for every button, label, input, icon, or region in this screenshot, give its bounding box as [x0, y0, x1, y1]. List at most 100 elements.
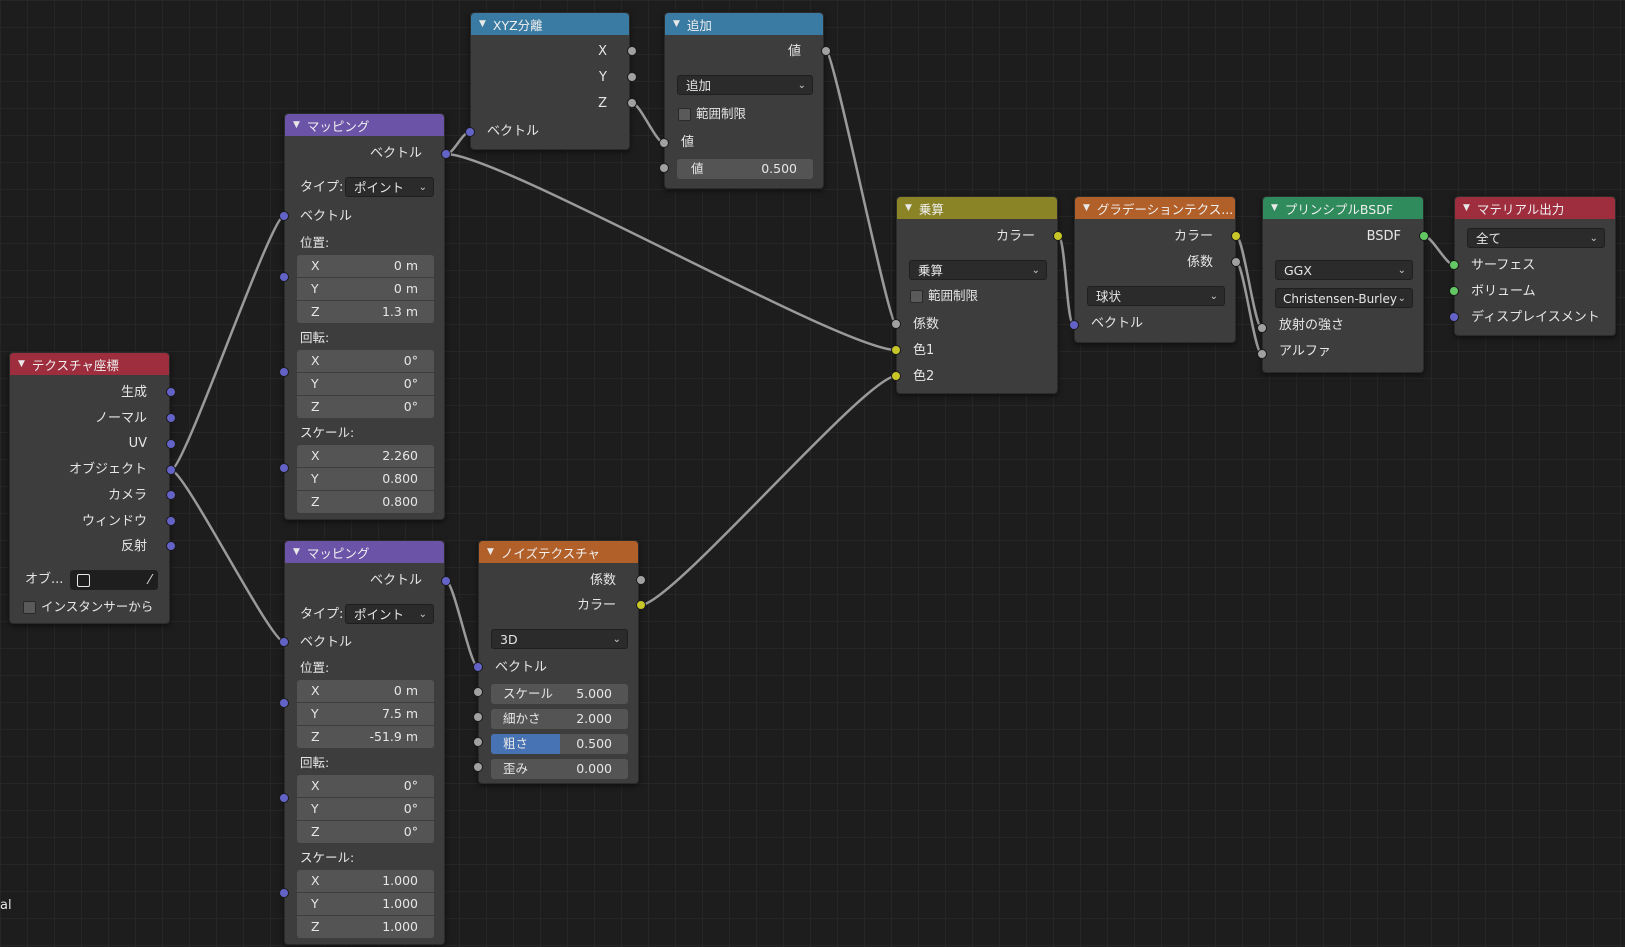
node-link[interactable] [1056, 234, 1076, 327]
socket-in-scale[interactable] [473, 687, 483, 697]
socket-in-volume[interactable] [1449, 286, 1459, 296]
socket-in-scale[interactable] [279, 463, 289, 473]
node-link[interactable] [824, 49, 898, 326]
node-principled-bsdf[interactable]: ▼プリンシプルBSDF BSDF GGX⌄ Christensen-Burley… [1262, 196, 1424, 373]
socket-in-color2[interactable] [891, 371, 901, 381]
node-separate-xyz[interactable]: ▼XYZ分離 X Y Z ベクトル [470, 12, 630, 150]
socket-in-surface[interactable] [1449, 260, 1459, 270]
node-header[interactable]: ▼乗算 [897, 197, 1057, 219]
collapse-triangle-icon[interactable]: ▼ [293, 120, 300, 130]
socket-in-displacement[interactable] [1449, 312, 1459, 322]
node-link[interactable] [444, 579, 480, 669]
loc-field-z[interactable]: Z-51.9 m [297, 726, 434, 748]
socket-out-vector[interactable] [441, 576, 451, 586]
collapse-triangle-icon[interactable]: ▼ [673, 19, 680, 29]
socket-out-bsdf[interactable] [1419, 231, 1429, 241]
node-header[interactable]: ▼マテリアル出力 [1455, 197, 1615, 219]
node-mix-multiply[interactable]: ▼乗算 カラー 乗算⌄ 範囲制限 係数 色1 色2 [896, 196, 1058, 394]
socket-in-vector[interactable] [279, 637, 289, 647]
socket-in-roughness[interactable] [473, 737, 483, 747]
clamp-checkbox[interactable] [678, 108, 691, 121]
socket-in-vector[interactable] [473, 662, 483, 672]
dimensions-dropdown[interactable]: 3D⌄ [491, 629, 628, 649]
socket-in-location[interactable] [279, 272, 289, 282]
collapse-triangle-icon[interactable]: ▼ [1083, 203, 1090, 213]
socket-out-color[interactable] [1231, 231, 1241, 241]
node-gradient-texture[interactable]: ▼グラデーションテクス... カラー 係数 球状⌄ ベクトル [1074, 196, 1236, 343]
node-header[interactable]: ▼追加 [665, 13, 823, 35]
node-header[interactable]: ▼ノイズテクスチャ [479, 541, 638, 563]
socket-out-color[interactable] [636, 600, 646, 610]
collapse-triangle-icon[interactable]: ▼ [1463, 203, 1470, 213]
collapse-triangle-icon[interactable]: ▼ [18, 359, 25, 369]
collapse-triangle-icon[interactable]: ▼ [487, 547, 494, 557]
node-link[interactable] [1234, 260, 1264, 356]
node-header[interactable]: ▼マッピング [285, 114, 444, 136]
socket-in-scale[interactable] [279, 888, 289, 898]
socket-in-alpha[interactable] [1257, 349, 1267, 359]
socket-out-y[interactable] [627, 72, 637, 82]
collapse-triangle-icon[interactable]: ▼ [1271, 203, 1278, 213]
node-header[interactable]: ▼プリンシプルBSDF [1263, 197, 1423, 219]
socket-in-rotation[interactable] [279, 793, 289, 803]
socket-out-vector[interactable] [441, 149, 451, 159]
socket-in-location[interactable] [279, 698, 289, 708]
node-link[interactable] [1234, 234, 1264, 330]
socket-out-value[interactable] [821, 46, 831, 56]
socket-in-vector[interactable] [465, 127, 475, 137]
socket-in-emission-strength[interactable] [1257, 323, 1267, 333]
node-header[interactable]: ▼グラデーションテクス... [1075, 197, 1235, 219]
node-link[interactable] [169, 214, 286, 472]
socket-in-rotation[interactable] [279, 367, 289, 377]
subsurface-method-dropdown[interactable]: Christensen-Burley⌄ [1275, 288, 1413, 308]
socket-out-object[interactable] [166, 465, 176, 475]
clamp-checkbox[interactable] [910, 290, 923, 303]
socket-in-value1[interactable] [659, 138, 669, 148]
operation-dropdown[interactable]: 追加⌄ [677, 75, 813, 95]
node-mapping-2[interactable]: ▼マッピング ベクトル タイプ: ポイント⌄ ベクトル 位置: 回転: スケール… [284, 540, 445, 945]
blend-mode-dropdown[interactable]: 乗算⌄ [909, 260, 1047, 280]
node-link[interactable] [631, 101, 665, 145]
socket-out-fac[interactable] [1231, 257, 1241, 267]
node-header[interactable]: ▼マッピング [285, 541, 444, 563]
socket-in-distortion[interactable] [473, 762, 483, 772]
socket-out-camera[interactable] [166, 490, 176, 500]
gradient-type-dropdown[interactable]: 球状⌄ [1087, 286, 1225, 306]
socket-out-x[interactable] [627, 46, 637, 56]
node-header[interactable]: ▼XYZ分離 [471, 13, 629, 35]
socket-in-detail[interactable] [473, 712, 483, 722]
node-material-output[interactable]: ▼マテリアル出力 全て⌄ サーフェス ボリューム ディスプレイスメント [1454, 196, 1616, 336]
node-mapping-1[interactable]: ▼マッピング ベクトル タイプ: ポイント⌄ ベクトル 位置: 回転: スケール… [284, 113, 445, 520]
collapse-triangle-icon[interactable]: ▼ [479, 19, 486, 29]
collapse-triangle-icon[interactable]: ▼ [905, 203, 912, 213]
target-dropdown[interactable]: 全て⌄ [1467, 228, 1605, 248]
node-header[interactable]: ▼テクスチャ座標 [10, 353, 169, 375]
socket-out-window[interactable] [166, 516, 176, 526]
socket-in-vector[interactable] [279, 211, 289, 221]
socket-out-generated[interactable] [166, 387, 176, 397]
socket-in-color1[interactable] [891, 345, 901, 355]
socket-out-fac[interactable] [636, 575, 646, 585]
socket-in-value2[interactable] [659, 163, 669, 173]
node-link[interactable] [640, 374, 897, 607]
socket-out-color[interactable] [1053, 231, 1063, 241]
